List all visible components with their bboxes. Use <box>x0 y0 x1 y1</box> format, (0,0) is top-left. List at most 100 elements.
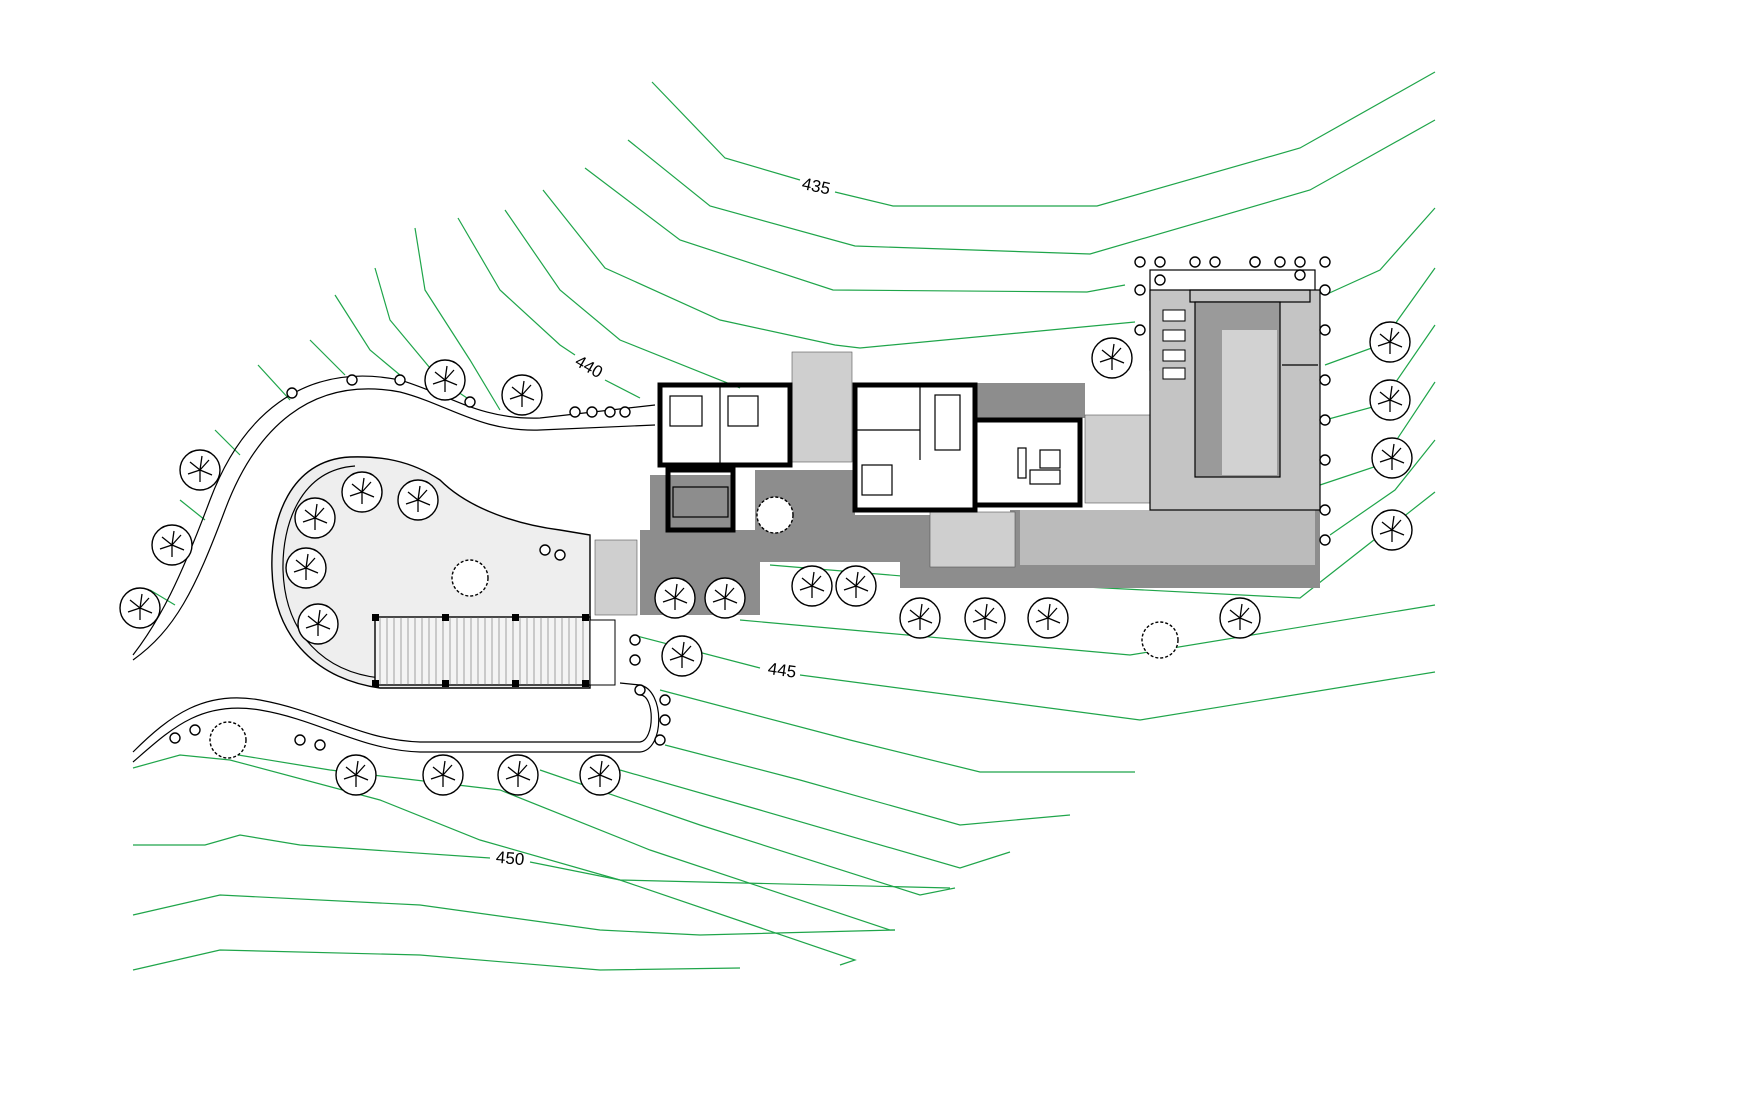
tree-icon <box>297 603 339 645</box>
contour-line <box>659 689 1135 773</box>
contour-lines <box>132 71 1436 971</box>
shrub-icon <box>294 734 306 746</box>
tree-icon <box>654 577 696 619</box>
shrub-icon <box>1319 374 1331 386</box>
contour-line <box>457 217 576 356</box>
contour-line <box>309 339 346 376</box>
house <box>657 382 1083 533</box>
shrub-icon <box>1249 256 1261 268</box>
shrub-icon <box>554 549 566 561</box>
tree-icon <box>285 547 327 589</box>
tree-icon <box>341 471 383 513</box>
shrub-icon <box>1319 454 1331 466</box>
contour-line <box>1329 439 1436 536</box>
contour-label-450: 450 <box>495 848 525 869</box>
contour-line <box>529 861 951 889</box>
shrub-cluster-icon <box>756 496 794 534</box>
contour-line <box>604 379 641 399</box>
tree-icon <box>1219 597 1261 639</box>
pergola-parking <box>372 614 616 687</box>
shrub-icon <box>604 406 616 418</box>
trees <box>119 321 1413 796</box>
shrub-icon <box>1274 256 1286 268</box>
shrub-icon <box>1154 256 1166 268</box>
contour-line <box>179 499 206 521</box>
contour-label-440: 440 <box>572 351 606 382</box>
shrub-icon <box>1134 324 1146 336</box>
shrub-icon <box>1189 256 1201 268</box>
tree-icon <box>151 524 193 566</box>
shrub-icon <box>169 732 181 744</box>
contour-line <box>133 834 491 859</box>
tree-icon <box>1371 509 1413 551</box>
shrub-icon <box>1294 256 1306 268</box>
contour-line <box>334 294 401 376</box>
shrubs <box>169 256 1331 759</box>
shrub-icon <box>1319 534 1331 546</box>
contour-line <box>799 671 1436 721</box>
contour-line <box>542 189 1136 349</box>
contour-line <box>619 769 1011 869</box>
tree-icon <box>497 754 539 796</box>
contour-line <box>834 71 1436 207</box>
tree-icon <box>661 635 703 677</box>
shrub-icon <box>1294 269 1306 281</box>
tree-icon <box>1369 321 1411 363</box>
shrub-icon <box>1154 274 1166 286</box>
shrub-cluster-icon <box>451 559 489 597</box>
tree-icon <box>579 754 621 796</box>
shrub-icon <box>286 387 298 399</box>
shrub-icon <box>346 374 358 386</box>
contour-line <box>257 364 291 401</box>
tree-icon <box>335 754 377 796</box>
shrub-icon <box>189 724 201 736</box>
tree-icon <box>397 479 439 521</box>
tree-icon <box>1027 597 1069 639</box>
shrub-icon <box>629 654 641 666</box>
contour-line <box>739 604 1436 656</box>
shrub-icon <box>464 396 476 408</box>
contour-label-435: 435 <box>800 174 832 198</box>
shrub-cluster-icon <box>1141 621 1179 659</box>
contour-line <box>539 769 956 896</box>
tree-icon <box>835 565 877 607</box>
shrub-icon <box>539 544 551 556</box>
shrub-icon <box>1319 284 1331 296</box>
shrub-icon <box>1319 256 1331 268</box>
contour-line <box>584 167 1126 293</box>
contour-label-445: 445 <box>767 659 798 682</box>
contour-line <box>132 949 741 971</box>
contour-line <box>504 209 741 389</box>
contour-line <box>132 894 896 936</box>
tree-icon <box>1369 379 1411 421</box>
tree-icon <box>899 597 941 639</box>
pool-deck <box>1149 269 1321 511</box>
shrub-cluster-icon <box>209 721 247 759</box>
shrub-icon <box>1319 414 1331 426</box>
shrub-icon <box>1319 324 1331 336</box>
tree-icon <box>424 359 466 401</box>
tree-icon <box>791 565 833 607</box>
tree-icon <box>964 597 1006 639</box>
shrub-icon <box>586 406 598 418</box>
contour-line <box>132 754 857 966</box>
shrub-icon <box>629 634 641 646</box>
contour-line <box>1324 207 1436 296</box>
shrub-icon <box>659 714 671 726</box>
shrub-icon <box>314 739 326 751</box>
tree-icon <box>1091 337 1133 379</box>
shrub-icon <box>1134 284 1146 296</box>
shrub-icon <box>659 694 671 706</box>
contour-line <box>651 81 801 181</box>
shrub-icon <box>394 374 406 386</box>
tree-icon <box>1371 437 1413 479</box>
contour-line <box>149 589 176 606</box>
shrub-icon <box>569 406 581 418</box>
shrub-icon <box>1319 504 1331 516</box>
contour-line <box>664 744 1071 826</box>
tree-icon <box>179 449 221 491</box>
shrub-icon <box>1134 256 1146 268</box>
contour-line <box>214 429 241 456</box>
shrub-icon <box>619 406 631 418</box>
